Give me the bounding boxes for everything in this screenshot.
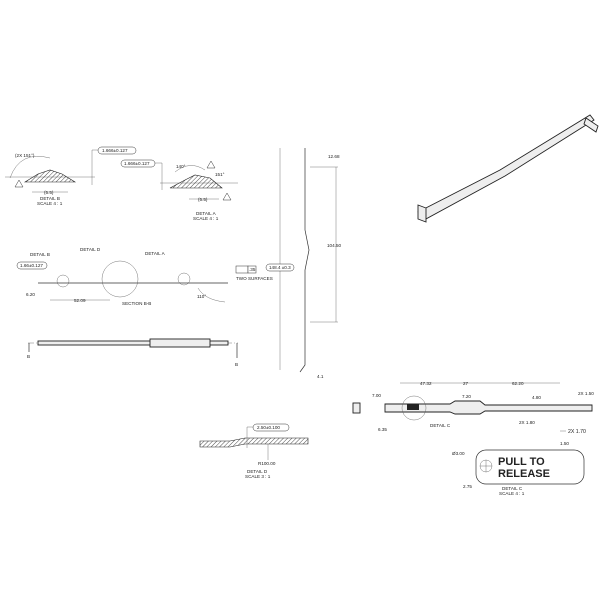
detail-a-scale: SCALE 4 : 1 (193, 216, 219, 221)
dim-span: 104.50 (327, 243, 341, 248)
dim-offset: 2.75 (463, 484, 472, 489)
detail-d-scale: SCALE 3 : 1 (245, 474, 271, 479)
detail-b-callout: 1.666±0.127 (102, 148, 128, 153)
dim-h2: 6.35 (378, 427, 387, 432)
tag-text-line1: PULL TO (498, 456, 545, 468)
detail-a-title: DETAIL A (196, 211, 217, 216)
dim-hole1: 2X 1.80 (519, 420, 535, 425)
dim-w1: 7.20 (462, 394, 471, 399)
dim-hole2: 2X 1.50 (578, 391, 594, 396)
dim-d2: 27 (463, 381, 469, 386)
detail-c-scale: SCALE 4 : 1 (499, 491, 525, 496)
detail-c-label: DETAIL C (430, 423, 451, 428)
section-callout: 1.66±0.127 (20, 263, 43, 268)
dim-bottom: 4.1 (317, 374, 324, 379)
detail-a: 1.666±0.127 140° 151° (5.5) DETAIL A SCA… (120, 159, 238, 221)
datum-triangle-icon (222, 192, 232, 201)
detail-d-radius: R100.00 (258, 461, 276, 466)
detail-a-angle2: 151° (215, 172, 225, 177)
section-arrow-left: B (27, 354, 30, 359)
detail-d-title: DETAIL D (247, 469, 268, 474)
detail-d-label: DETAIL D (80, 247, 101, 252)
detail-d: 2.50±0.100 R100.00 DETAIL D SCALE 3 : 1 (199, 423, 309, 479)
section-b-b: DETAIL B DETAIL D DETAIL A 1.66±0.127 6.… (16, 247, 273, 306)
dim-depth: 1.50 (560, 441, 569, 446)
dim-offset: 6.20 (26, 292, 35, 297)
datum-triangle-icon (14, 179, 24, 188)
dim-length: 52.09 (74, 298, 86, 303)
dim-hole3: 2X 1.70 (568, 429, 586, 435)
tag-text-line2: RELEASE (498, 468, 550, 480)
detail-d-callout: 2.50±0.100 (257, 425, 280, 430)
section-title: SECTION B-B (122, 301, 151, 306)
detail-a-width: (5.5) (198, 197, 208, 202)
dim-diameter: Ø3.00 (452, 451, 465, 456)
dim-top: 12.68 (328, 154, 340, 159)
front-view: 47.32 27 62.20 7.20 4.80 7.00 6.35 DETAI… (352, 381, 594, 435)
dim-h1: 7.00 (372, 393, 381, 398)
detail-b: (2X 151°) 1.666±0.127 (5.5) DETAIL B SCA… (5, 146, 137, 206)
dim-d1: 47.32 (420, 381, 432, 386)
detail-a-angle1: 140° (176, 164, 186, 169)
end-part (352, 402, 361, 414)
flatness-value: .35 (249, 267, 256, 272)
dim-w2: 4.80 (532, 395, 541, 400)
side-view: 148.4 ±0.3 104.50 12.68 4.1 (265, 148, 341, 379)
section-arrow-right: B (235, 362, 238, 367)
isometric-view (417, 114, 599, 223)
dim-d3: 62.20 (512, 381, 524, 386)
flatness-note: TWO SURFACES (236, 276, 273, 281)
datum-triangle-icon (206, 160, 216, 169)
section-angle: 110° (197, 294, 206, 299)
detail-a-callout: 1.666±0.127 (124, 161, 150, 166)
detail-b-label: DETAIL B (30, 252, 50, 257)
detail-b-title: DETAIL B (40, 196, 60, 201)
detail-b-scale: SCALE 4 : 1 (37, 201, 63, 206)
dim-overall: 148.4 ±0.3 (269, 265, 291, 270)
detail-a-label: DETAIL A (145, 251, 166, 256)
plan-view: B B (27, 338, 238, 367)
detail-b-width: (5.5) (44, 190, 54, 195)
detail-c: PULL TO RELEASE Ø3.00 1.50 2.75 DETAIL C… (452, 441, 585, 496)
detail-b-angle: (2X 151°) (15, 153, 35, 158)
detail-c-title: DETAIL C (502, 486, 523, 491)
